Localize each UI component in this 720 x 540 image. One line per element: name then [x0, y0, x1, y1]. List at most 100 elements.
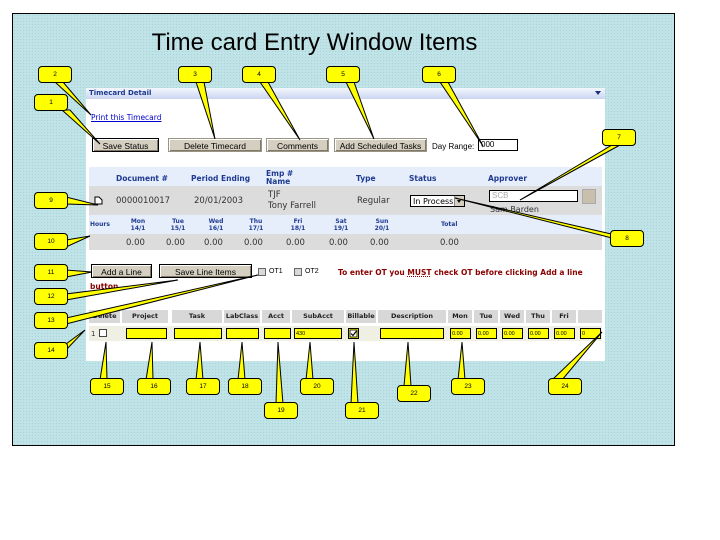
callout-1: 1 [34, 94, 68, 111]
sat-input[interactable] [580, 328, 601, 339]
callout-7: 7 [602, 129, 636, 146]
save-line-items-button[interactable]: Save Line Items [159, 264, 252, 278]
callout-18: 18 [228, 378, 262, 395]
column-header-fri: Fri [552, 310, 576, 323]
ot2-checkbox[interactable] [294, 268, 302, 276]
callout-11: 11 [34, 264, 68, 281]
total-value: 0.00 [440, 238, 459, 248]
status-value: In Process [413, 197, 454, 206]
header-document: Document # [116, 174, 168, 183]
hours-value-mon: 0.00 [126, 238, 145, 248]
ot-warning: To enter OT you MUST check OT before cli… [338, 268, 583, 277]
comments-button[interactable]: Comments [266, 138, 329, 152]
callout-20: 20 [300, 378, 334, 395]
ot1-label: OT1 [269, 268, 283, 275]
day-range-label: Day Range: [432, 142, 475, 151]
tue-input[interactable] [476, 328, 497, 339]
ot-warning-wrap: button [90, 282, 119, 291]
callout-14: 14 [34, 342, 68, 359]
ot1-checkbox[interactable] [258, 268, 266, 276]
period-ending-value: 20/01/2003 [194, 196, 243, 206]
document-icon[interactable] [94, 196, 103, 205]
row-number: 1 [91, 330, 96, 338]
add-scheduled-tasks-button[interactable]: Add Scheduled Tasks [334, 138, 427, 152]
approver-name: Sam Barden [490, 205, 539, 214]
panel-header: Timecard Detail [86, 88, 605, 99]
labclass-input[interactable] [226, 328, 259, 339]
timecard-detail-panel: Timecard Detail Print this Timecard Save… [86, 88, 605, 361]
hours-value-fri: 0.00 [286, 238, 305, 248]
mon-input[interactable] [450, 328, 471, 339]
column-header-acct: Acct [262, 310, 290, 323]
emp-name: Tony Farrell [268, 201, 316, 211]
delete-checkbox[interactable] [99, 329, 107, 337]
approver-lookup-button[interactable] [582, 189, 596, 204]
callout-24: 24 [548, 378, 582, 395]
day-range-input[interactable] [478, 139, 518, 151]
delete-timecard-button[interactable]: Delete Timecard [168, 138, 262, 152]
approver-input[interactable] [489, 190, 578, 202]
column-header-subacct: SubAcct [292, 310, 344, 323]
hours-value-thu: 0.00 [244, 238, 263, 248]
hours-value-tue: 0.00 [166, 238, 185, 248]
header-emp: Emp # [266, 169, 294, 178]
hours-value-sun: 0.00 [370, 238, 389, 248]
save-status-button[interactable]: Save Status [92, 138, 159, 152]
callout-23: 23 [451, 378, 485, 395]
subacct-input[interactable] [294, 328, 342, 339]
callout-5: 5 [326, 66, 360, 83]
slide-title: Time card Entry Window Items [151, 29, 478, 56]
print-timecard-link[interactable]: Print this Timecard [91, 113, 162, 122]
column-header-task: Task [172, 310, 222, 323]
wed-input[interactable] [502, 328, 523, 339]
callout-12: 12 [34, 288, 68, 305]
column-header-project: Project [122, 310, 168, 323]
panel-title: Timecard Detail [89, 89, 152, 97]
task-input[interactable] [174, 328, 222, 339]
ot2-label: OT2 [305, 268, 319, 275]
column-header-delete: Delete [89, 310, 120, 323]
callout-6: 6 [422, 66, 456, 83]
add-line-button[interactable]: Add a Line [91, 264, 152, 278]
callout-10: 10 [34, 233, 68, 250]
callout-3: 3 [178, 66, 212, 83]
hours-label: Hours [90, 221, 110, 228]
description-input[interactable] [380, 328, 444, 339]
callout-8: 8 [610, 230, 644, 247]
column-header-labclass: LabClass [224, 310, 260, 323]
callout-22: 22 [397, 385, 431, 402]
callout-4: 4 [242, 66, 276, 83]
column-header-description: Description [378, 310, 446, 323]
fri-input[interactable] [554, 328, 575, 339]
header-name: Name [266, 177, 291, 186]
document-number: 0000010017 [116, 196, 171, 206]
callout-21: 21 [345, 402, 379, 419]
thu-input[interactable] [528, 328, 549, 339]
billable-checkbox[interactable] [348, 328, 359, 339]
collapse-arrow-icon[interactable] [595, 91, 601, 95]
header-status: Status [409, 174, 437, 183]
type-value: Regular [357, 196, 390, 206]
total-label: Total [441, 221, 458, 228]
project-input[interactable] [126, 328, 167, 339]
callout-2: 2 [38, 66, 72, 83]
header-type: Type [356, 174, 376, 183]
column-header-wed: Wed [500, 310, 524, 323]
checkmark-icon [349, 329, 358, 338]
summary-header-row [89, 167, 602, 186]
column-header-mon: Mon [448, 310, 472, 323]
callout-19: 19 [264, 402, 298, 419]
callout-16: 16 [137, 378, 171, 395]
header-period-ending: Period Ending [191, 174, 251, 183]
acct-input[interactable] [264, 328, 291, 339]
callout-9: 9 [34, 192, 68, 209]
chevron-down-icon[interactable] [454, 196, 464, 206]
hours-value-wed: 0.00 [204, 238, 223, 248]
status-select[interactable]: In Process [410, 195, 465, 207]
emp-code: TJF [268, 190, 281, 200]
column-header-billable: Billable [346, 310, 376, 323]
hours-value-sat: 0.00 [329, 238, 348, 248]
